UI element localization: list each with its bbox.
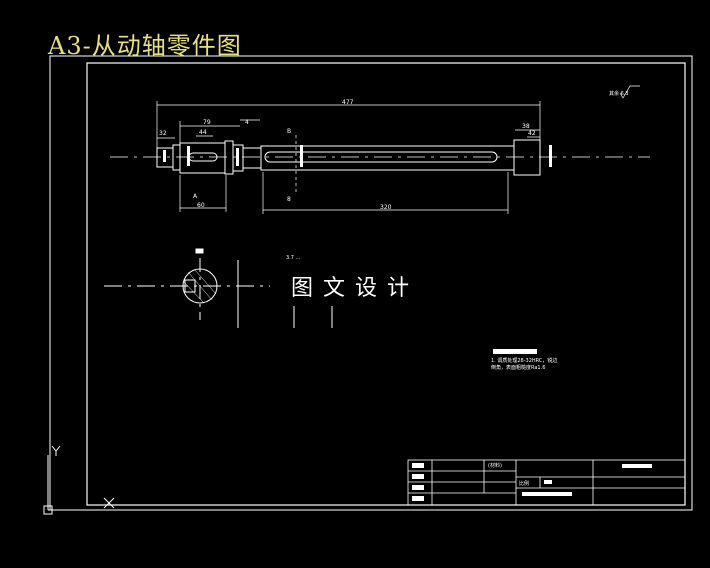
tech-req-line-2: 倒角，表面粗糙度Ra1.6 <box>491 364 545 371</box>
dim-text-bottom-right: 320 <box>380 204 392 211</box>
tech-requirements-heading <box>493 349 537 354</box>
diameter-labels <box>163 145 552 167</box>
dim-text-left-end: 32 <box>159 130 167 137</box>
diameter-label-4 <box>300 145 303 167</box>
section-keyway <box>184 279 196 293</box>
dim-text-small-a: 44 <box>199 129 207 136</box>
section-hatch-3 <box>183 281 205 304</box>
watermark-text: 图文设计 <box>291 276 420 301</box>
dim-text-bottom-left: 60 <box>197 202 205 209</box>
dim-text-small-b: 4 <box>245 119 249 126</box>
section-label-box <box>195 248 204 254</box>
tb-cell-fill-scale <box>544 480 552 484</box>
title-block <box>407 459 686 506</box>
title-block-frame <box>407 459 686 506</box>
roughness-check-icon <box>619 85 640 99</box>
title-block-fills <box>412 463 652 501</box>
diameter-label-5 <box>549 145 552 167</box>
shaft-step-right <box>513 139 541 176</box>
shaft-shoulder-1 <box>224 140 234 175</box>
tb-cell-fill-1 <box>412 463 424 468</box>
ucs-origin-box <box>43 505 53 515</box>
roughness-text: 其余 6.3 <box>609 90 629 97</box>
tech-req-line-1: 1. 调质处理28-32HRC，锐边 <box>491 357 557 364</box>
page-title: A3-从动轴零件图 <box>48 32 242 60</box>
ucs-y-label <box>51 445 61 452</box>
section-mark-bottom: 8 <box>287 196 291 203</box>
dim-text-right-small: 42 <box>528 130 536 137</box>
shaft-step-2 <box>172 144 181 171</box>
shaft-main-view <box>156 139 541 176</box>
section-note: 3.7 ... <box>286 255 301 261</box>
shaft-step-5 <box>242 147 262 169</box>
tb-cell-fill-title <box>622 464 652 468</box>
section-hatch-2 <box>194 269 217 295</box>
tech-requirements: 1. 调质处理28-32HRC，锐边 倒角，表面粗糙度Ra1.6 <box>491 349 557 371</box>
tb-material-label: (材料) <box>488 462 502 469</box>
tb-cell-fill-name <box>522 492 572 496</box>
tb-cell-fill-4 <box>412 496 424 501</box>
section-mark-a: A <box>193 193 198 200</box>
dim-text-left-seg: 79 <box>203 119 211 126</box>
shaft-step-3 <box>179 142 226 174</box>
shaft-body <box>260 145 515 171</box>
keyway-2 <box>264 151 498 163</box>
sheet-border-outer <box>49 55 693 511</box>
sheet-border-inner <box>86 62 686 506</box>
diameter-label-2 <box>187 146 190 166</box>
section-hatch-1 <box>187 271 213 301</box>
dimension-texts: 477 79 32 44 4 38 42 60 320 B 8 A <box>159 99 536 211</box>
dim-text-right-seg: 38 <box>522 123 530 130</box>
dim-text-overall: 477 <box>342 99 354 106</box>
ucs-axis-icon <box>43 445 115 515</box>
section-view <box>104 248 333 328</box>
tb-cell-fill-2 <box>412 474 424 479</box>
tb-scale-label: 比例 <box>519 480 529 487</box>
ucs-x-label-b <box>103 497 115 509</box>
roughness-symbol <box>619 85 640 99</box>
diameter-label-1 <box>163 150 166 162</box>
dimensions-main-view <box>156 101 541 214</box>
tb-cell-fill-3 <box>412 485 424 490</box>
section-mark-top: B <box>287 128 291 135</box>
diameter-label-3 <box>236 148 239 166</box>
section-circle <box>182 268 218 304</box>
